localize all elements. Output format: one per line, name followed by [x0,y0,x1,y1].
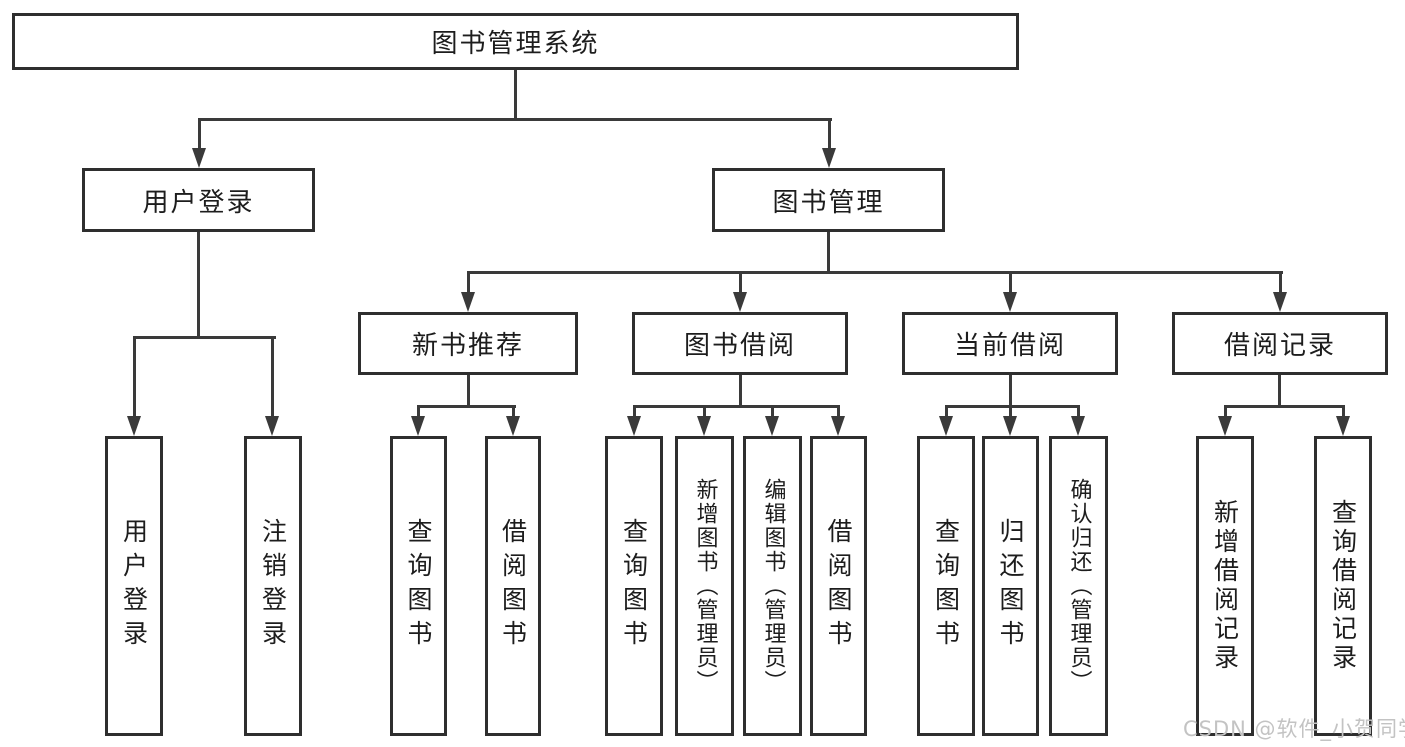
connector-stem [1224,405,1227,418]
node-label: 当前借阅 [953,331,1066,361]
connector-stem [271,336,274,418]
connector-stem [739,271,742,295]
node-label: 图书管理 [772,187,885,218]
node-label: 借阅记录 [1223,331,1336,361]
node-book-borrowing: 图书借阅 [632,312,848,375]
node-root-label: 图书管理系统 [431,29,600,59]
leaf-query-books-recommend: 查询图书 [390,436,447,736]
node-root: 图书管理系统 [12,13,1019,70]
arrow-down-icon [506,416,520,436]
arrow-down-icon [939,416,953,436]
leaf-add-books-admin: 新增图书（管理员） [675,436,734,736]
arrow-down-icon [831,416,845,436]
arrow-down-icon [265,416,279,436]
connector-hline [633,405,840,408]
connector-hline [945,405,1080,408]
arrow-down-icon [127,416,141,436]
arrow-down-icon [1003,292,1017,312]
leaf-query-borrow-record: 查询借阅记录 [1314,436,1372,736]
connector-root-hline [198,118,832,121]
leaf-label: 新增借阅记录 [1210,499,1240,673]
node-current-borrowing: 当前借阅 [902,312,1118,375]
leaf-confirm-return-admin: 确认归还（管理员） [1049,436,1108,736]
leaf-edit-books-admin: 编辑图书（管理员） [743,436,802,736]
connector-stem [945,405,948,418]
arrow-down-icon [697,416,711,436]
leaf-user-login: 用户登录 [105,436,163,736]
leaf-label: 借阅图书 [824,518,853,654]
connector-stem [133,336,136,418]
connector-vline [197,232,200,339]
leaf-label: 查询借阅记录 [1328,499,1358,673]
leaf-query-books-borrowing: 查询图书 [605,436,663,736]
leaf-label: 注销登录 [258,518,288,654]
leaf-label: 查询图书 [931,518,961,654]
arrow-down-icon [1071,416,1085,436]
arrow-down-icon [1273,292,1287,312]
connector-vline [1009,375,1012,408]
node-book-management: 图书管理 [712,168,945,232]
arrow-down-icon [822,148,836,168]
leaf-query-books-current: 查询图书 [917,436,975,736]
leaf-label: 借阅图书 [498,518,528,654]
arrow-down-icon [1336,416,1350,436]
arrow-down-icon [627,416,641,436]
connector-stem [417,405,420,418]
connector-hline [417,405,516,408]
connector-stem [512,405,515,418]
connector-stem [1009,271,1012,295]
leaf-label: 确认归还（管理员） [1066,478,1092,694]
connector-stem [198,118,201,150]
leaf-label: 编辑图书（管理员） [760,478,786,694]
csdn-watermark: CSDN @软件_小贺同学 [1183,717,1405,741]
leaf-label: 查询图书 [404,518,433,654]
arrow-down-icon [1003,416,1017,436]
connector-stem [1279,271,1282,295]
connector-stem [1342,405,1345,418]
leaf-label: 查询图书 [619,518,649,654]
leaf-borrow-books-borrowing: 借阅图书 [810,436,867,736]
connector-vline [827,232,830,274]
connector-stem [828,118,831,150]
leaf-borrow-books-recommend: 借阅图书 [485,436,541,736]
node-label: 新书推荐 [411,331,524,361]
connector-vline [739,375,742,408]
leaf-logout: 注销登录 [244,436,302,736]
connector-vline [467,375,470,408]
connector-stem [703,405,706,418]
connector-stem [771,405,774,418]
connector-hline [467,271,1283,274]
leaf-label: 用户登录 [119,518,149,654]
connector-vline [1278,375,1281,408]
connector-stem [467,271,470,295]
arrow-down-icon [192,148,206,168]
node-label: 图书借阅 [683,331,796,361]
arrow-down-icon [765,416,779,436]
connector-root-vline [514,70,517,120]
arrow-down-icon [461,292,475,312]
arrow-down-icon [411,416,425,436]
connector-stem [1077,405,1080,418]
node-new-book-recommend: 新书推荐 [358,312,578,375]
connector-hline [133,336,276,339]
connector-hline [1224,405,1345,408]
leaf-return-books: 归还图书 [982,436,1039,736]
leaf-label: 归还图书 [996,518,1025,654]
arrow-down-icon [733,292,747,312]
connector-stem [837,405,840,418]
node-user-login: 用户登录 [82,168,315,232]
node-borrowing-records: 借阅记录 [1172,312,1388,375]
arrow-down-icon [1218,416,1232,436]
leaf-add-borrow-record: 新增借阅记录 [1196,436,1254,736]
connector-stem [1009,405,1012,418]
leaf-label: 新增图书（管理员） [692,478,718,694]
node-label: 用户登录 [142,187,255,218]
connector-stem [633,405,636,418]
